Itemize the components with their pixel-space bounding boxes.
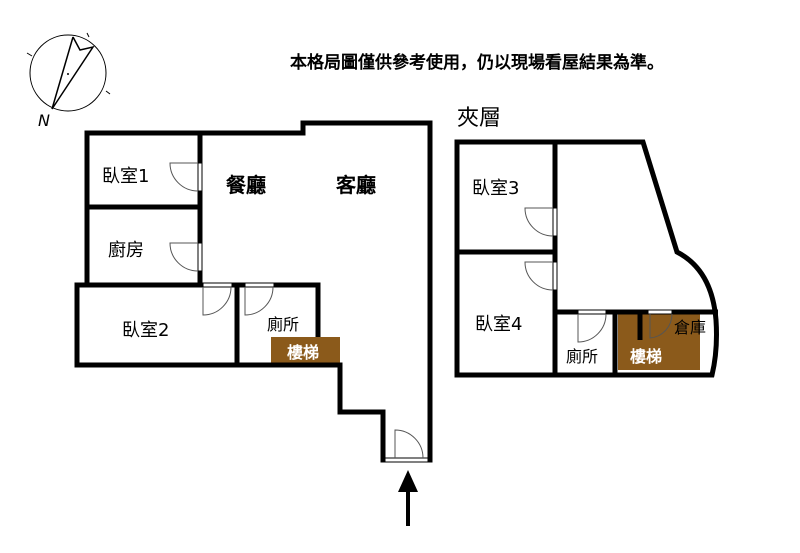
compass-icon: N [26,32,111,130]
room-toilet-mezzanine: 廁所 [566,347,598,366]
room-stairs: 樓梯 [287,343,319,362]
room-bedroom1: 臥室1 [102,166,149,187]
room-living: 客廳 [335,173,376,197]
room-dining: 餐廳 [226,173,266,197]
compass-north-label: N [38,111,50,130]
main-floor-plan: 臥室1 廚房 餐廳 客廳 臥室2 廁所 樓梯 [74,120,433,526]
stairs-block [618,313,700,370]
room-stairs-mezzanine: 樓梯 [630,347,662,366]
stairs-block [271,337,340,365]
room-storage: 倉庫 [674,318,706,337]
mezzanine-title: 夾層 [457,106,501,131]
room-kitchen: 廚房 [108,239,144,261]
disclaimer-text: 本格局圖僅供參考使用，仍以現場看屋結果為準。 [290,52,664,73]
mezzanine-plan: 夾層 臥室3 臥室4 廁所 樓梯 倉庫 [454,106,719,378]
room-bedroom2: 臥室2 [122,320,169,341]
room-toilet: 廁所 [267,315,299,334]
room-bedroom3: 臥室3 [472,178,519,199]
room-bedroom4: 臥室4 [475,314,522,335]
